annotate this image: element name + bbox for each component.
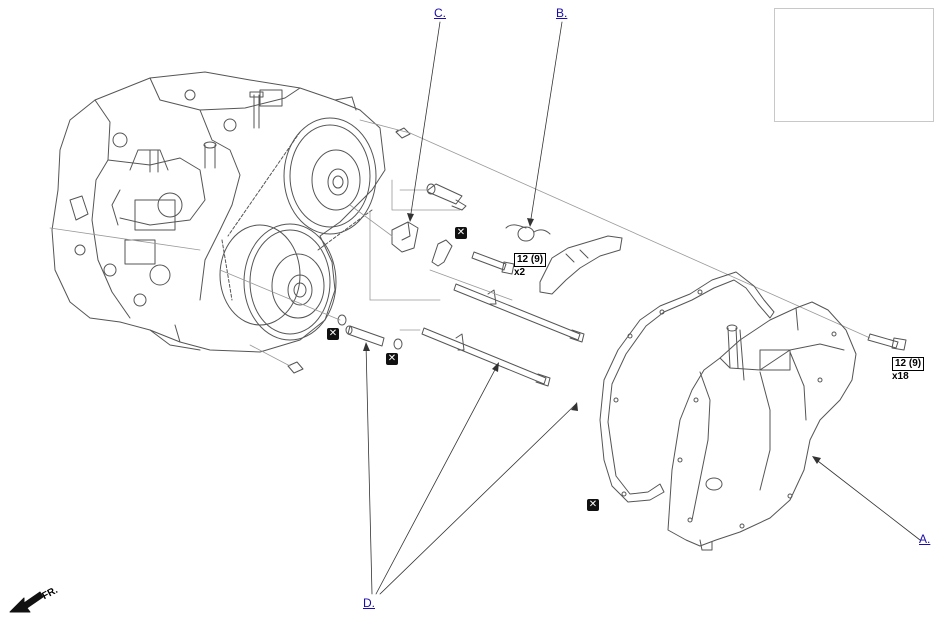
shift-rod-lower xyxy=(421,327,551,387)
torque-quantity: x2 xyxy=(514,267,526,278)
dowel-pin-lower xyxy=(287,361,304,374)
transmission-case xyxy=(667,301,857,551)
replace-mark-icon: ✕ xyxy=(587,499,599,511)
bolt-x18 xyxy=(867,333,907,351)
replace-mark-icon: ✕ xyxy=(455,227,467,239)
shift-fork xyxy=(539,235,623,295)
dowel-pin-upper xyxy=(395,127,411,139)
callout-a-link[interactable]: A. xyxy=(919,532,931,546)
shift-shaft xyxy=(426,183,467,211)
callout-d-link[interactable]: D. xyxy=(363,596,375,610)
shift-arm xyxy=(431,239,453,267)
bolt-x2 xyxy=(471,251,515,275)
front-arrow-icon xyxy=(9,591,44,613)
shift-rod-upper xyxy=(453,283,585,343)
case-gasket xyxy=(599,271,775,503)
short-shaft xyxy=(337,314,403,350)
bracket-c xyxy=(391,221,419,253)
vehicle-locator-frame xyxy=(774,8,934,122)
replace-mark-icon: ✕ xyxy=(327,328,339,340)
leader-arrowheads xyxy=(363,213,821,464)
callout-b-link[interactable]: B. xyxy=(556,6,568,20)
torque-spec-bolt-x18: 12 (9) x18 xyxy=(892,357,925,383)
torque-spec-bolt-x2: 12 (9) x2 xyxy=(514,253,547,279)
transmission-assembly xyxy=(51,71,386,353)
torque-value: 12 (9) xyxy=(514,253,547,267)
callout-c-link[interactable]: C. xyxy=(434,6,446,20)
guide-lines xyxy=(49,119,871,367)
torque-value: 12 (9) xyxy=(892,357,925,371)
spring-b xyxy=(505,224,551,242)
replace-mark-icon: ✕ xyxy=(386,353,398,365)
torque-quantity: x18 xyxy=(892,371,909,382)
leader-lines xyxy=(365,21,921,595)
